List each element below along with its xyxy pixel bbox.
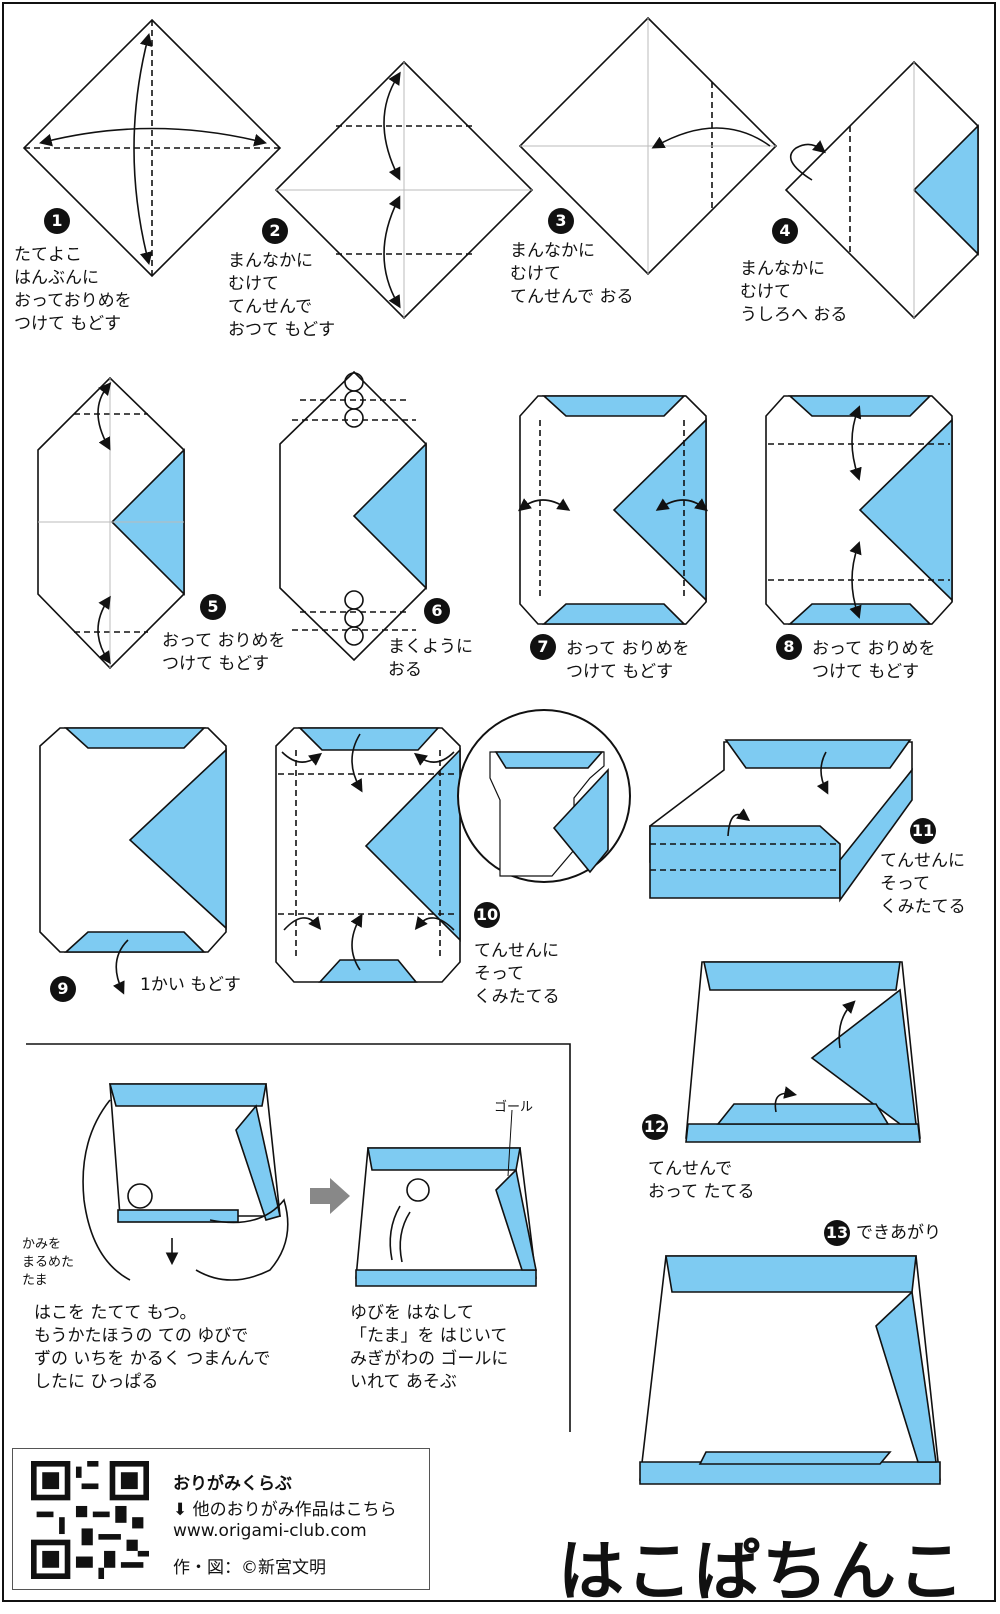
step-5-number: 5 [200, 594, 226, 620]
step-6-diagram [279, 370, 427, 662]
credit: 作・図：©新宮文明 [173, 1558, 326, 1578]
step-2-diagram [274, 60, 534, 320]
step-9-number: 9 [50, 976, 76, 1002]
step-5-diagram [37, 376, 185, 670]
arrow-down-icon: ⬇ [173, 1500, 188, 1520]
step-1-number: 1 [44, 208, 70, 234]
step-10-diagram [275, 727, 461, 983]
step-7-text: おって おりめを つけて もどす [566, 639, 690, 682]
more-works-label: 他のおりがみ作品はこちら [192, 1500, 397, 1520]
step-7-diagram [518, 395, 708, 625]
step-8-diagram [765, 395, 953, 625]
step-11-diagram [649, 739, 913, 903]
step-6-number: 6 [424, 598, 450, 624]
step-6-text: まくように おる [388, 637, 473, 680]
step-4-number: 4 [772, 218, 798, 244]
step-13-diagram [639, 1255, 941, 1485]
step-8-text: おって おりめを つけて もどす [812, 639, 936, 682]
step-2-text: まんなかに むけて てんせんで おつて もどす [228, 251, 336, 340]
step-11-number: 11 [910, 818, 936, 844]
step-13-number: 13 [824, 1220, 850, 1246]
play-release-diagram [355, 1109, 537, 1287]
step-11-text: てんせんに そって くみたてる [880, 851, 966, 917]
footer-box: おりがみくらぶ ⬇ 他のおりがみ作品はこちら www.origami-club.… [12, 1448, 430, 1590]
qr-code-icon[interactable] [31, 1461, 149, 1579]
release-instruction: ゆびを はなして 「たま」を はじいて みぎがわの ゴールに いれて あそぶ [350, 1303, 509, 1392]
step-10-number: 10 [474, 902, 500, 928]
step-8-number: 8 [776, 634, 802, 660]
step-12-diagram [685, 961, 921, 1143]
step-3-text: まんなかに むけて てんせんで おる [510, 241, 634, 307]
step-3-number: 3 [548, 208, 574, 234]
step-7-number: 7 [530, 634, 556, 660]
step-1-text: たてよこ はんぶんに おっておりめを つけて もどす [14, 245, 132, 334]
more-works-link[interactable]: ⬇ 他のおりがみ作品はこちら [173, 1495, 397, 1520]
site-name: おりがみくらぶ [173, 1474, 292, 1494]
site-url[interactable]: www.origami-club.com [173, 1521, 367, 1541]
goal-label: ゴール [494, 1100, 534, 1115]
hold-instruction: はこを たてて もつ。 もうかたほうの ての ゆびで ずの いちを かるく つま… [34, 1303, 271, 1392]
step-4-text: まんなかに むけて うしろへ おる [740, 259, 848, 325]
step-9-text: 1かい もどす [140, 975, 241, 995]
step-2-number: 2 [262, 218, 288, 244]
step-5-text: おって おりめを つけて もどす [162, 631, 286, 674]
step-4-diagram [784, 60, 979, 320]
detail-circle [457, 709, 631, 883]
step-1-diagram [22, 18, 282, 278]
step-13-text: できあがり [856, 1223, 941, 1243]
step-3-diagram [518, 16, 778, 276]
ball-label: かみを まるめた たま [22, 1237, 75, 1288]
page-title: はこぱちんこ [558, 1533, 966, 1610]
step-9-diagram [39, 727, 227, 995]
step-10-text: てんせんに そって くみたてる [474, 941, 560, 1007]
play-hold-diagram [82, 1083, 289, 1281]
step-12-text: てんせんで おって たてる [648, 1159, 755, 1202]
step-12-number: 12 [642, 1114, 668, 1140]
